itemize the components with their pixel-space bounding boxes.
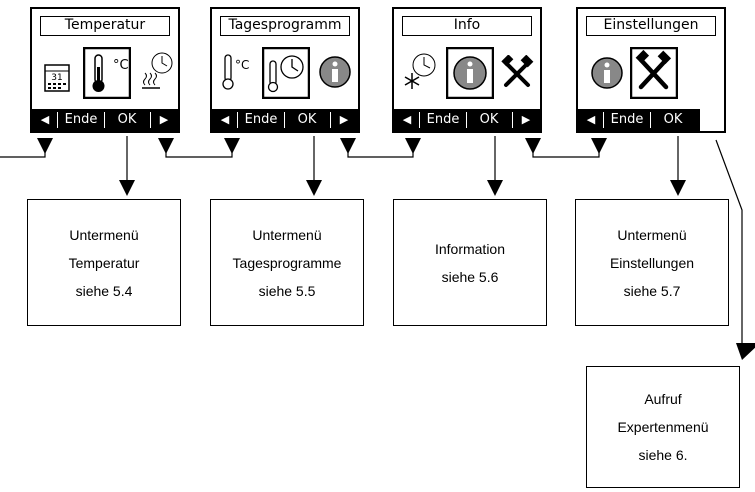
- ende-button[interactable]: Ende: [610, 112, 644, 127]
- clock-icon: [262, 47, 310, 99]
- box-line-3: siehe 5.5: [258, 282, 316, 299]
- info-icon: [319, 56, 351, 88]
- info-icon: [591, 57, 623, 89]
- box-line-2: Tagesprogramme: [232, 254, 342, 271]
- box-line-2: Einstellungen: [609, 254, 695, 271]
- ende-button[interactable]: Ende: [64, 112, 98, 127]
- softkey-bar: ◀ Ende OK ▶: [394, 109, 540, 131]
- screen-info: Info ◀ Ende OK ▶: [392, 7, 542, 133]
- ende-button[interactable]: Ende: [244, 112, 278, 127]
- calendar-icon: 31: [44, 64, 70, 92]
- screen-title: Tagesprogramm: [220, 16, 350, 36]
- thermometer-icon: °C: [222, 54, 249, 90]
- tools-icon: [630, 47, 678, 99]
- box-line-3: siehe 5.4: [75, 282, 133, 299]
- softkey-bar: ◀ Ende OK: [578, 109, 700, 131]
- svg-text:°C: °C: [113, 58, 129, 73]
- frost-clock-icon: [404, 53, 436, 89]
- box-line-1: Aufruf: [644, 391, 682, 407]
- box-line-1: Information: [434, 240, 506, 257]
- left-arrow-button[interactable]: ◀: [402, 113, 412, 126]
- thermometer-icon: °C: [83, 47, 131, 99]
- softkey-bar: ◀ Ende OK ▶: [32, 109, 178, 131]
- arrowheads: [37, 138, 755, 360]
- ok-button[interactable]: OK: [117, 112, 137, 127]
- softkey-bar: ◀ Ende OK ▶: [212, 109, 358, 131]
- right-arrow-button[interactable]: ▶: [339, 113, 349, 126]
- submenu-temperatur-box: Untermenü Temperatur siehe 5.4: [27, 199, 181, 326]
- screen-title: Einstellungen: [586, 16, 716, 36]
- screen-title: Info: [402, 16, 532, 36]
- right-arrow-button[interactable]: ▶: [521, 113, 531, 126]
- ok-button[interactable]: OK: [479, 112, 499, 127]
- box-line-1: Untermenü: [252, 226, 322, 243]
- left-arrow-button[interactable]: ◀: [586, 113, 596, 126]
- box-line-1: Untermenü: [617, 226, 687, 243]
- ok-button[interactable]: OK: [297, 112, 317, 127]
- box-line-2: Expertenmenü: [617, 419, 709, 435]
- screen-tagesprogramm: Tagesprogramm °C ◀ Ende OK ▶: [210, 7, 360, 133]
- box-line-3: siehe 5.7: [623, 282, 681, 299]
- screen-title: Temperatur: [40, 16, 170, 36]
- screen-einstellungen: Einstellungen ◀ Ende OK: [576, 7, 726, 133]
- heating-clock-icon: [142, 52, 173, 89]
- expertenmenu-box: Aufruf Expertenmenü siehe 6.: [586, 366, 740, 488]
- tools-icon: [501, 55, 534, 87]
- left-arrow-button[interactable]: ◀: [220, 113, 230, 126]
- box-line-2: Temperatur: [68, 254, 140, 271]
- screen-temperatur: Temperatur 31 °C ◀ Ende OK ▶: [30, 7, 180, 133]
- information-box: Information siehe 5.6: [393, 199, 547, 326]
- box-line-1: Untermenü: [69, 226, 139, 243]
- ende-button[interactable]: Ende: [426, 112, 460, 127]
- svg-text:°C: °C: [235, 58, 249, 72]
- box-line-2: siehe 5.6: [441, 268, 499, 285]
- ok-button[interactable]: OK: [663, 112, 683, 127]
- submenu-tagesprogramme-box: Untermenü Tagesprogramme siehe 5.5: [210, 199, 364, 326]
- submenu-einstellungen-box: Untermenü Einstellungen siehe 5.7: [575, 199, 729, 326]
- box-line-3: siehe 6.: [638, 447, 688, 463]
- info-icon: [446, 47, 494, 99]
- svg-text:31: 31: [51, 73, 62, 83]
- right-arrow-button[interactable]: ▶: [159, 113, 169, 126]
- left-arrow-button[interactable]: ◀: [40, 113, 50, 126]
